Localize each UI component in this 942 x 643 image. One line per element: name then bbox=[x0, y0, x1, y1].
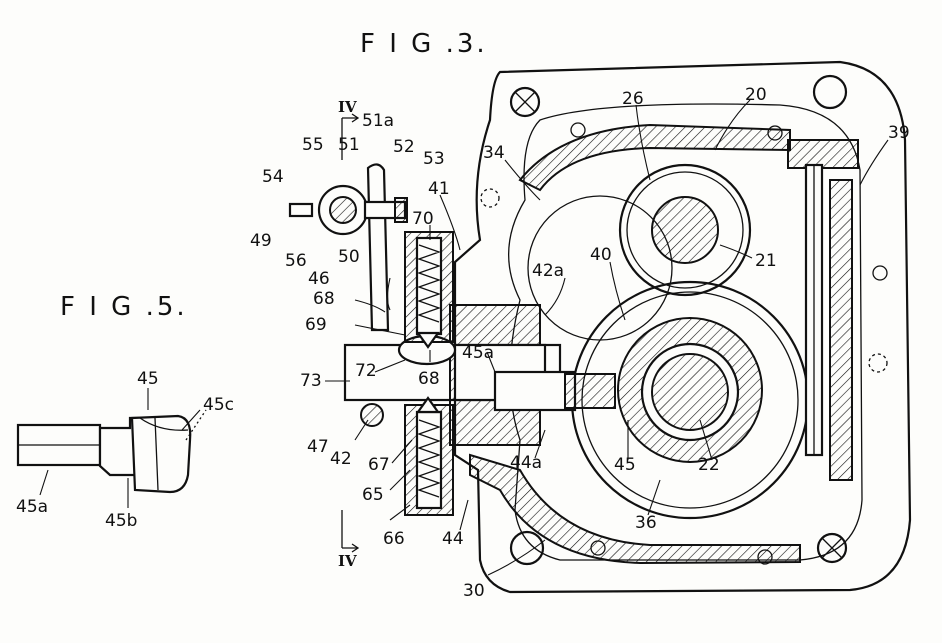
bolt-39-head bbox=[787, 139, 859, 169]
ball-68 bbox=[415, 331, 441, 349]
label-66: 66 bbox=[383, 529, 405, 549]
label-55: 55 bbox=[302, 135, 324, 155]
label-44a: 44a bbox=[510, 453, 542, 473]
fig5-title: F I G .5. bbox=[60, 292, 188, 322]
shaft-22 bbox=[651, 353, 729, 431]
fig5-leaders bbox=[39, 388, 201, 508]
label-67: 67 bbox=[368, 455, 390, 475]
fig5-label-45: 45 bbox=[137, 369, 159, 389]
fig5-head-face bbox=[139, 417, 189, 491]
label-45a: 45a bbox=[462, 343, 494, 363]
lever-46 bbox=[366, 163, 390, 332]
section-mark-top: IV bbox=[338, 98, 357, 116]
housing-outline bbox=[453, 60, 912, 594]
bolt-hole-bottom-left bbox=[509, 530, 545, 566]
fig5-head-45 bbox=[130, 414, 192, 494]
label-56: 56 bbox=[285, 251, 307, 271]
gear-26 bbox=[618, 163, 752, 297]
label-36: 36 bbox=[635, 513, 657, 533]
label-54: 54 bbox=[262, 167, 284, 187]
fig3-title: F I G .3. bbox=[360, 29, 488, 59]
fig5-label-45c: 45c bbox=[203, 395, 234, 415]
bolt-hole-bottom-right bbox=[816, 532, 848, 564]
label-30: 30 bbox=[463, 581, 485, 601]
label-20: 20 bbox=[745, 85, 767, 105]
label-68-upper: 68 bbox=[313, 289, 335, 309]
fig3-drawing bbox=[288, 60, 912, 594]
dashed-hole-right bbox=[868, 353, 888, 373]
ball-67 bbox=[415, 396, 441, 414]
pin-47 bbox=[360, 403, 384, 427]
nut-53 bbox=[394, 197, 408, 223]
gear-26-inner bbox=[626, 171, 744, 289]
section-mark-bottom: IV bbox=[338, 552, 357, 570]
housing-wall-bottom bbox=[469, 453, 801, 565]
bolt-hole-top-left bbox=[509, 86, 541, 118]
label-50: 50 bbox=[338, 247, 360, 267]
shaft-45a bbox=[493, 370, 577, 412]
label-42: 42 bbox=[330, 449, 352, 469]
housing-cavity bbox=[507, 103, 863, 561]
label-65: 65 bbox=[362, 485, 384, 505]
label-51a: 51a bbox=[362, 111, 394, 131]
pin-39 bbox=[829, 179, 853, 481]
label-44: 44 bbox=[442, 529, 464, 549]
screw-54 bbox=[288, 202, 314, 218]
small-hole-1 bbox=[570, 122, 586, 138]
leader-lines bbox=[325, 99, 889, 576]
bolt-hole-top-right bbox=[812, 74, 848, 110]
label-69: 69 bbox=[305, 315, 327, 335]
label-39: 39 bbox=[888, 123, 910, 143]
fig5-label-45a: 45a bbox=[16, 497, 48, 517]
label-41: 41 bbox=[428, 179, 450, 199]
label-70: 70 bbox=[412, 209, 434, 229]
label-26: 26 bbox=[622, 89, 644, 109]
small-hole-4 bbox=[590, 540, 606, 556]
label-22: 22 bbox=[698, 455, 720, 475]
label-53: 53 bbox=[423, 149, 445, 169]
label-45: 45 bbox=[614, 455, 636, 475]
label-46: 46 bbox=[308, 269, 330, 289]
label-34: 34 bbox=[483, 143, 505, 163]
label-47: 47 bbox=[307, 437, 329, 457]
shaft-45a-tip bbox=[564, 373, 616, 409]
label-52: 52 bbox=[393, 137, 415, 157]
spring-70 bbox=[417, 244, 441, 323]
label-51: 51 bbox=[338, 135, 360, 155]
label-49: 49 bbox=[250, 231, 272, 251]
dashed-hole-left bbox=[480, 188, 500, 208]
label-21: 21 bbox=[755, 251, 777, 271]
spring-66 bbox=[417, 419, 441, 498]
clamp-inner-51 bbox=[329, 196, 357, 224]
small-hole-3 bbox=[872, 265, 888, 281]
section-arrow-top bbox=[342, 113, 360, 123]
fig5-label-45b: 45b bbox=[105, 511, 137, 531]
label-73: 73 bbox=[300, 371, 322, 391]
label-72: 72 bbox=[355, 361, 377, 381]
small-hole-5 bbox=[757, 549, 773, 565]
fig5-dotted-45c bbox=[185, 409, 207, 441]
small-hole-2 bbox=[767, 125, 783, 141]
label-68-lower: 68 bbox=[418, 369, 440, 389]
section-arrow-bottom bbox=[342, 543, 360, 553]
label-42a: 42a bbox=[532, 261, 564, 281]
fig5-drawing bbox=[16, 388, 207, 508]
label-40: 40 bbox=[590, 245, 612, 265]
